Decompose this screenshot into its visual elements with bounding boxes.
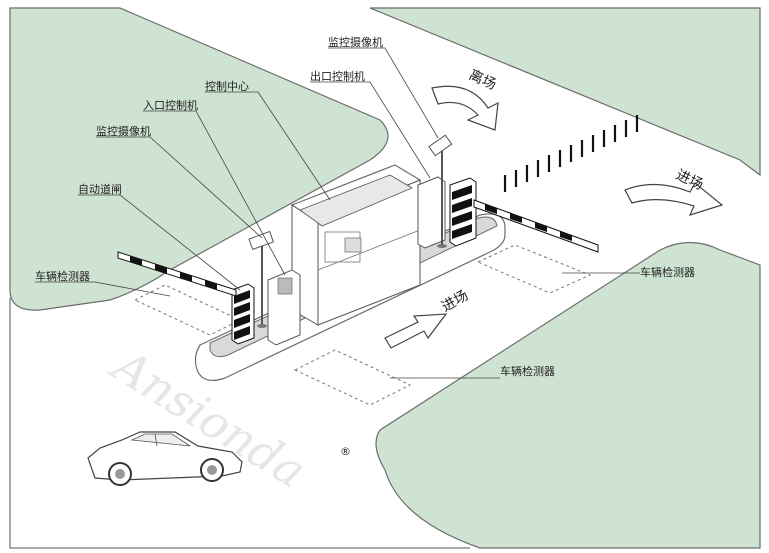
vehicle-loop-bottom <box>293 349 412 406</box>
auto-barrier-left <box>117 251 255 345</box>
grass-bottom-right <box>375 241 761 549</box>
vehicle-loop-right <box>476 244 592 294</box>
enter-arrow-right <box>624 182 724 216</box>
monitor-camera-top <box>428 134 453 248</box>
car <box>87 431 243 486</box>
exit-controller <box>417 176 446 249</box>
road-edge-line <box>9 298 470 549</box>
spike-strip <box>503 115 639 192</box>
label-vehicle-detector-left: 车辆检测器 <box>35 269 90 283</box>
label-entry-controller: 入口控制机 <box>143 98 198 112</box>
entry-controller <box>267 269 301 346</box>
enter-arrow-center <box>384 313 448 349</box>
label-exit-controller: 出口控制机 <box>310 69 365 83</box>
label-vehicle-detector-bottom: 车辆检测器 <box>500 364 555 378</box>
monitor-camera-left <box>248 230 275 328</box>
label-control-center: 控制中心 <box>205 79 249 93</box>
grass-top-right <box>369 7 761 177</box>
label-monitor-camera-left: 监控摄像机 <box>96 124 151 138</box>
label-auto-barrier: 自动道闸 <box>78 182 122 196</box>
grass-top-left <box>9 7 389 311</box>
auto-barrier-right <box>449 177 599 253</box>
leader-lines <box>35 47 640 379</box>
registered-mark: ® <box>340 445 351 458</box>
label-monitor-camera-top: 监控摄像机 <box>328 35 383 49</box>
label-enter-area-center: 进场 <box>439 288 471 316</box>
leave-arrow <box>431 85 499 131</box>
label-leave-area: 离场 <box>466 66 499 93</box>
control-booth <box>290 164 422 326</box>
label-vehicle-detector-right: 车辆检测器 <box>640 265 695 279</box>
